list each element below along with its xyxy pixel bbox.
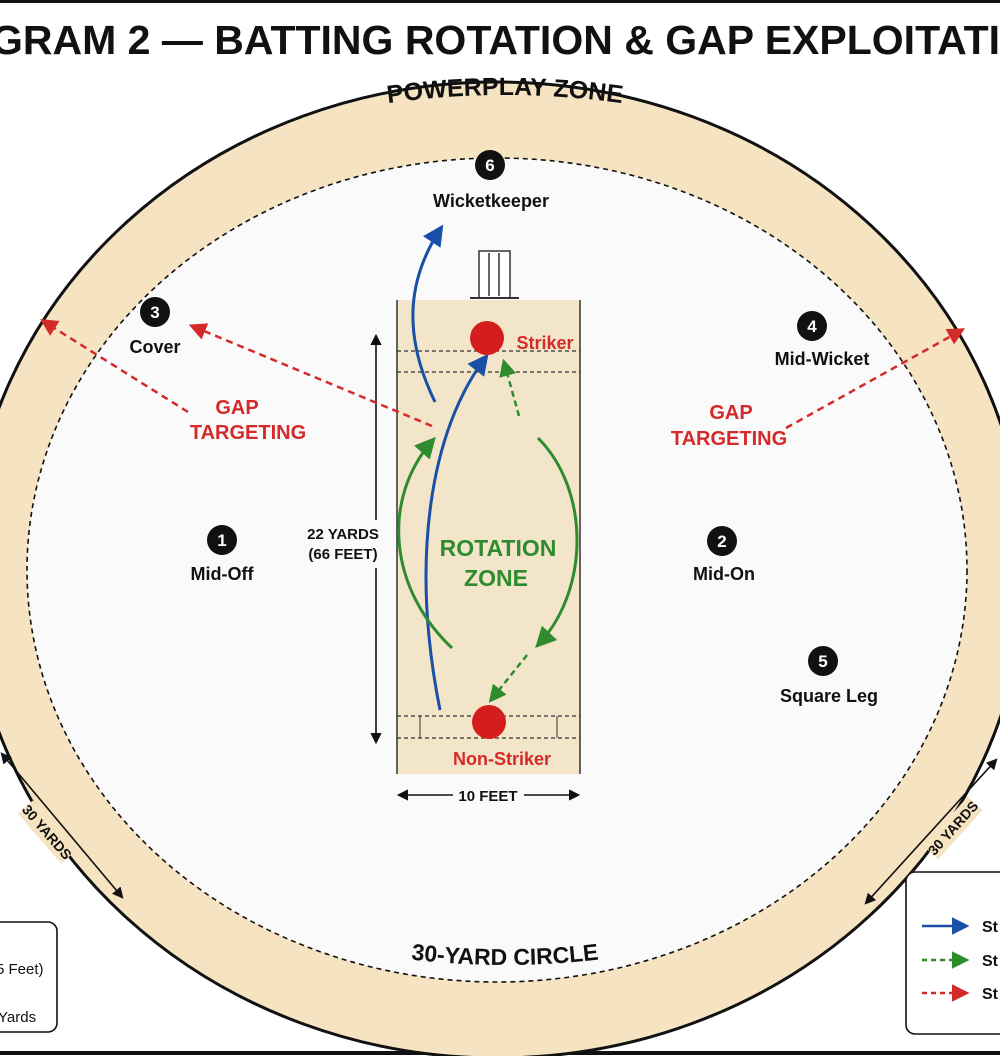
pitch-length-label: 22 YARDS [307, 526, 379, 543]
non-striker-marker [472, 705, 506, 739]
gap-label-left-2: TARGETING [190, 422, 306, 444]
blue-run-path [411, 224, 444, 403]
fielder-number: 5 [818, 652, 827, 671]
fielder-name: Cover [129, 337, 180, 357]
fielder-cover: 3 Cover [129, 297, 181, 357]
gap-label-right: GAP [709, 402, 752, 424]
gap-arrow-right [785, 328, 966, 430]
legend-left-line-2: Yards [0, 1009, 36, 1026]
fielder-mid-on: 2 Mid-On [693, 526, 755, 584]
fielder-wicketkeeper: 6 Wicketkeeper [433, 150, 549, 211]
fielder-mid-wicket: 4 Mid-Wicket [775, 311, 870, 369]
legend-item-2: St [982, 953, 999, 970]
legend-left: 5 Feet) Yards [0, 921, 58, 1033]
fielder-square-leg: 5 Square Leg [780, 646, 878, 706]
pitch-width-label: 10 FEET [458, 788, 517, 805]
fielder-number: 4 [807, 317, 817, 336]
radius-arrow-left [0, 752, 124, 899]
gap-arrow-left-outer [40, 319, 189, 414]
green-rotation-left [397, 436, 454, 650]
legend-right: St St St [905, 871, 1000, 1035]
fielder-number: 1 [217, 531, 226, 550]
fielder-number: 2 [717, 532, 726, 551]
fielder-mid-off: 1 Mid-Off [191, 525, 255, 584]
fielder-number: 3 [150, 303, 159, 322]
legend-left-line-1: 5 Feet) [0, 961, 44, 978]
legend-item-1: St [982, 919, 999, 936]
diagram-title: DIAGRAM 2 — BATTING ROTATION & GAP EXPLO… [0, 17, 1000, 63]
fielder-name: Mid-Wicket [775, 349, 870, 369]
gap-label-left: GAP [215, 397, 258, 419]
pitch-length-feet-label: (66 FEET) [308, 546, 377, 563]
blue-striker-path [424, 353, 489, 711]
fielder-number: 6 [485, 156, 494, 175]
non-striker-label: Non-Striker [453, 749, 551, 769]
gap-arrow-left-inner [188, 323, 433, 428]
fielder-name: Wicketkeeper [433, 191, 549, 211]
striker-marker [470, 321, 504, 355]
striker-label: Striker [516, 333, 573, 353]
legend-item-3: St [982, 986, 999, 1003]
rotation-zone-label: ROTATION [440, 535, 557, 561]
gap-label-right-2: TARGETING [671, 428, 787, 450]
fielder-name: Mid-Off [191, 564, 255, 584]
radius-arrow-right [864, 758, 998, 905]
fielder-name: Mid-On [693, 564, 755, 584]
green-rotation-right [535, 436, 579, 649]
rotation-zone-label-2: ZONE [464, 565, 528, 591]
stumps-icon [470, 250, 519, 299]
fielder-name: Square Leg [780, 686, 878, 706]
